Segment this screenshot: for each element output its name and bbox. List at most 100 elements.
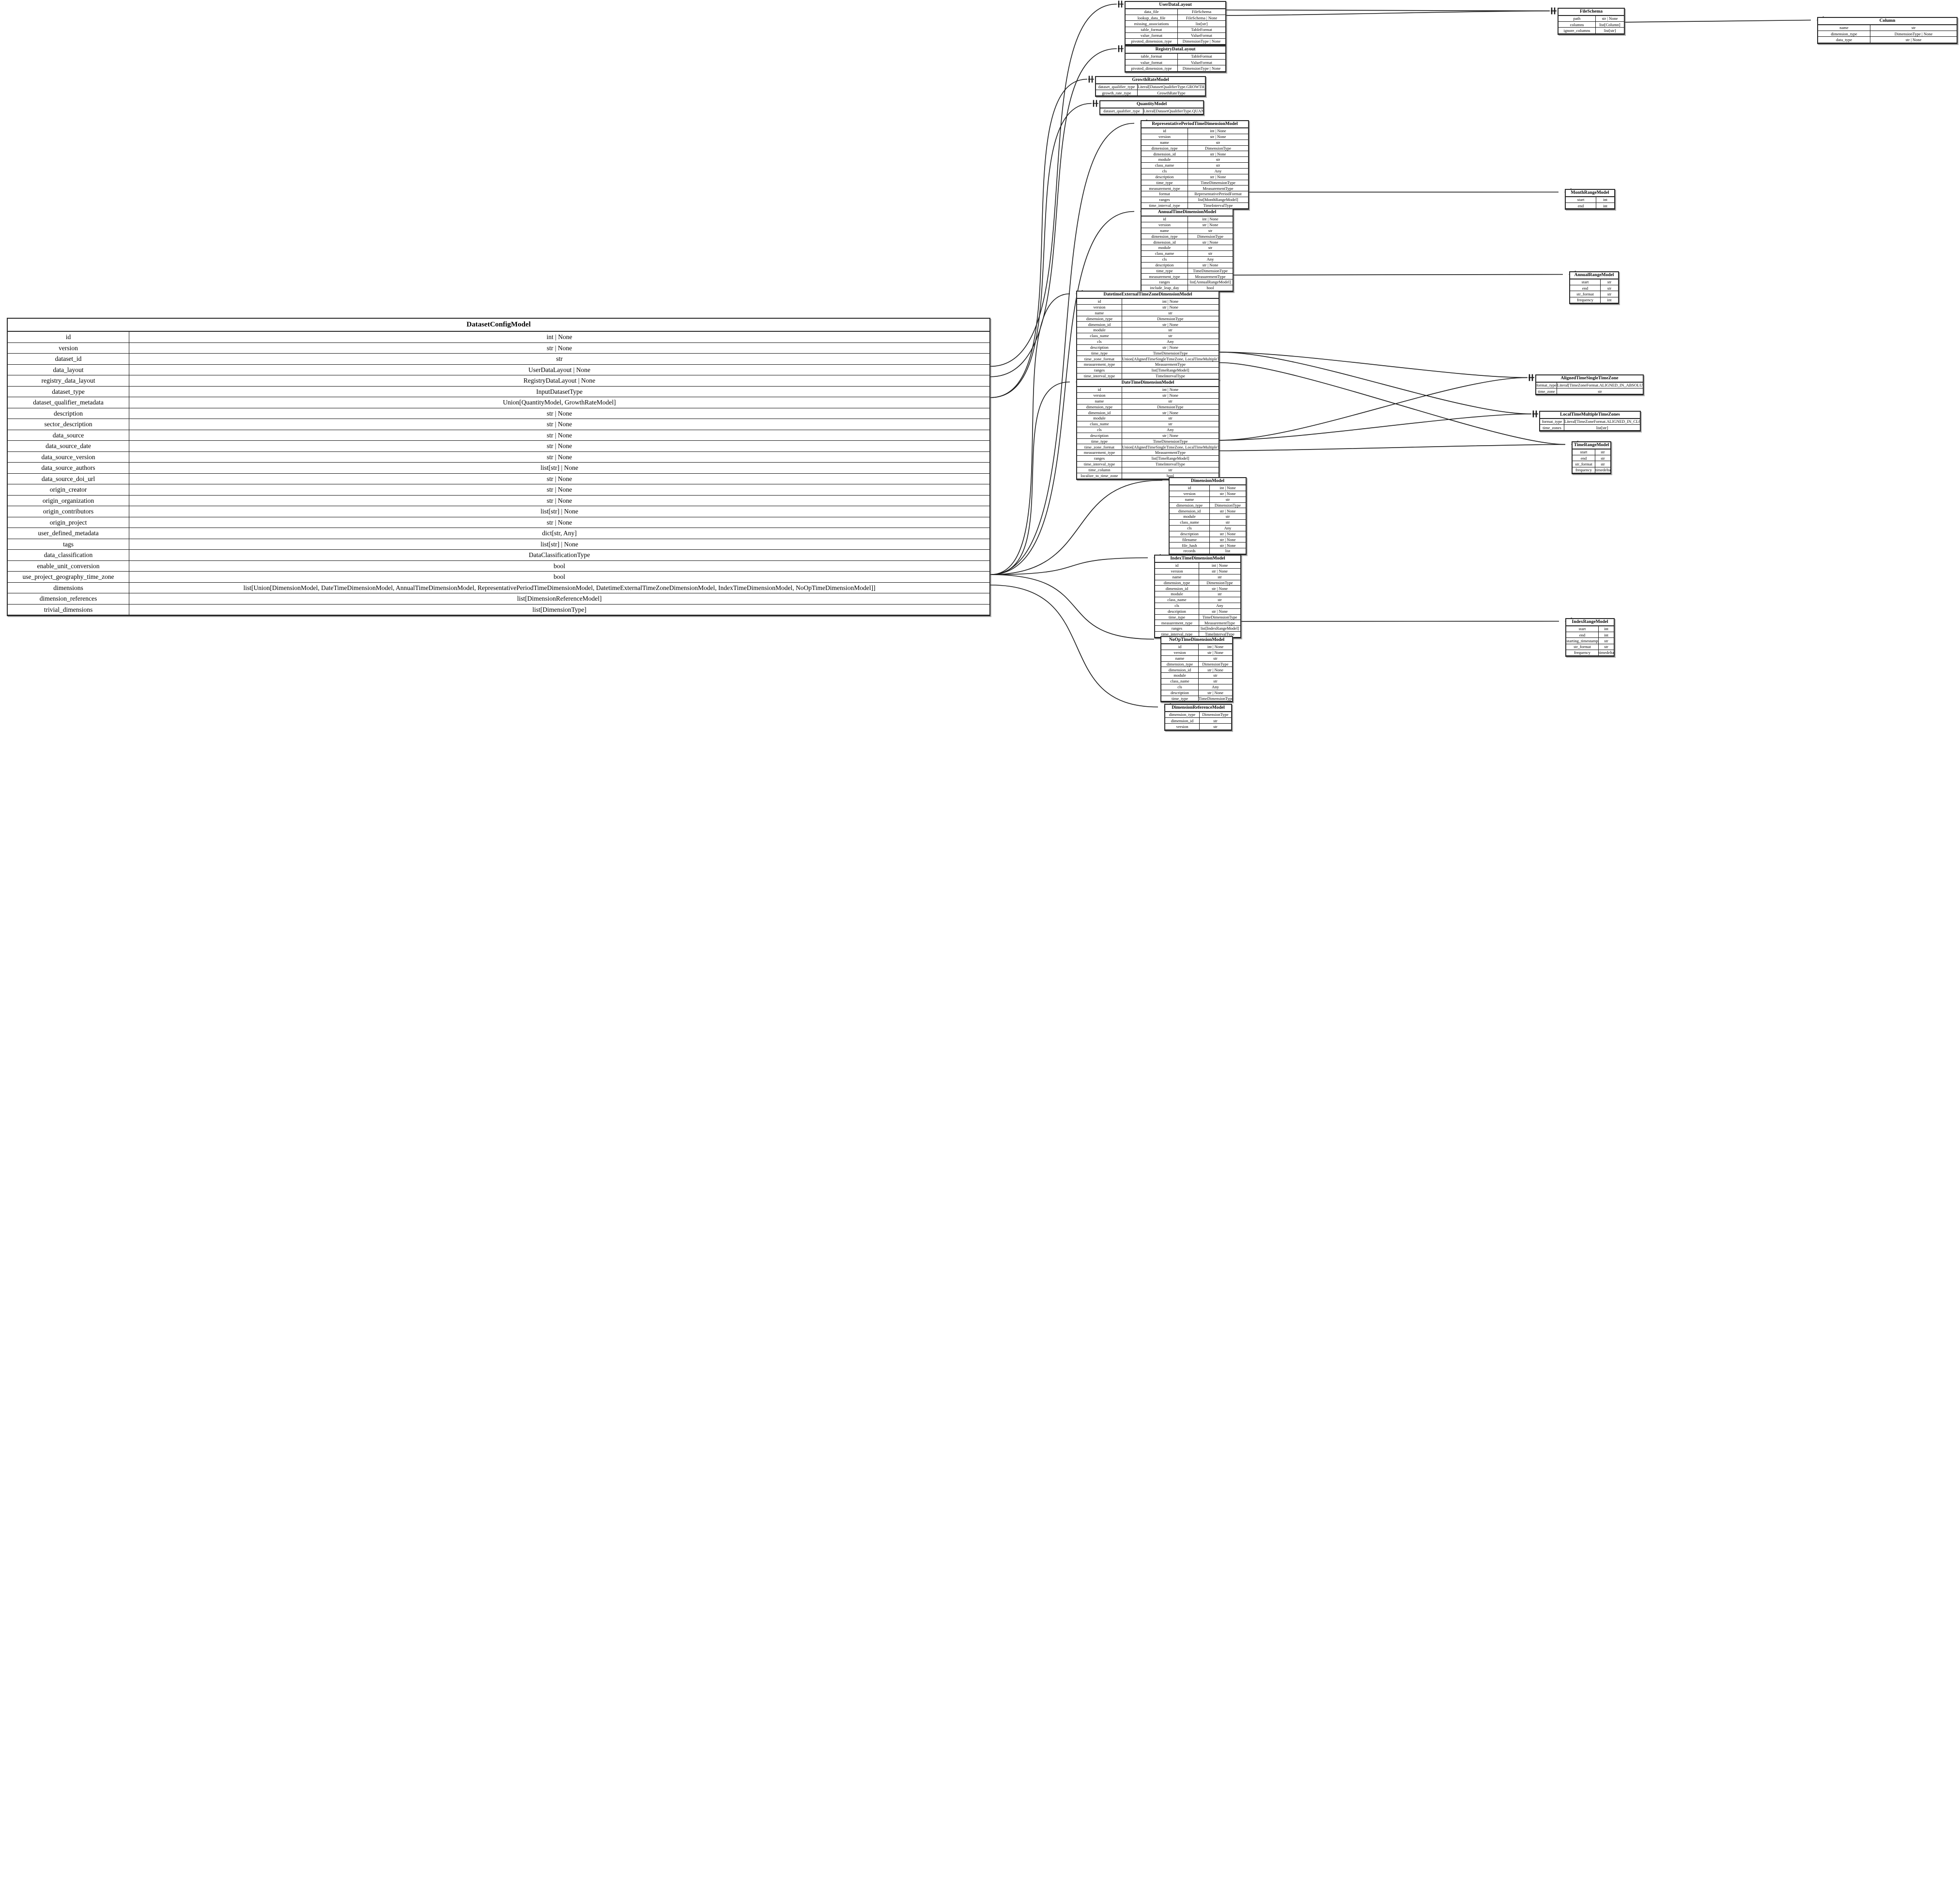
field-type: str (1198, 655, 1232, 662)
field-name: name (1077, 398, 1122, 404)
field-name: measurement_type (1077, 450, 1122, 456)
field-type: str (1199, 591, 1240, 598)
field-name: time_type (1142, 267, 1188, 274)
field-type: DimensionType (1209, 502, 1246, 509)
field-name: dimension_type (1170, 502, 1210, 509)
field-name: value_format (1126, 32, 1178, 39)
field-name: dimension_id (1077, 321, 1122, 328)
field-type: InputDatasetType (129, 386, 989, 397)
field-name: time_interval_type (1077, 372, 1122, 379)
field-name: id (1142, 217, 1188, 222)
field-type: str | None (129, 342, 989, 354)
field-name: dimension_references (8, 593, 129, 605)
relationship-line (1219, 362, 1566, 445)
field-name: start (1570, 279, 1601, 286)
field-name: format_type (1536, 383, 1557, 389)
field-name: class_name (1170, 519, 1210, 526)
entity-title: IndexTimeDimensionModel (1155, 556, 1240, 563)
field-name: id (1077, 299, 1122, 305)
field-name: version (1077, 304, 1122, 310)
one-notation-icon (1551, 7, 1557, 15)
field-type: str | None (1188, 133, 1248, 140)
field-name: version (8, 342, 129, 354)
field-type: str (1122, 466, 1219, 473)
field-name: dimension_type (1077, 315, 1122, 322)
field-type: str | None (129, 495, 989, 506)
entity-title: UserDataLayout (1126, 2, 1225, 9)
field-type: list[AnnualRangeModel] (1188, 279, 1233, 286)
field-type: str | None (1198, 667, 1232, 673)
field-name: end (1573, 455, 1595, 462)
field-name: time_zone_format (1077, 356, 1122, 362)
field-name: ranges (1077, 367, 1122, 373)
field-type: TimeDimensionType (1199, 614, 1240, 621)
field-name: description (1161, 689, 1199, 696)
field-type: str (1199, 574, 1240, 580)
field-type: str (1600, 291, 1618, 297)
field-name: description (1142, 262, 1188, 268)
field-name: dimension_type (1165, 712, 1200, 718)
field-name: class_name (1142, 250, 1188, 257)
field-name: measurement_type (1142, 185, 1188, 192)
field-name: data_source_date (8, 440, 129, 452)
field-type: DimensionType | None (1177, 38, 1225, 45)
one-notation-icon (1093, 100, 1098, 107)
field-type: str | None (1199, 608, 1240, 615)
field-name: id (1155, 563, 1199, 569)
field-type: ValueFormat (1177, 59, 1225, 66)
field-type: str | None (1122, 344, 1219, 351)
field-type: TimeDimensionType (1188, 179, 1248, 186)
field-type: str | None (129, 419, 989, 430)
entity-title: AnnualTimeDimensionModel (1142, 209, 1233, 217)
field-type: list[str] (1177, 20, 1225, 27)
field-type: MeasurementType (1188, 185, 1248, 192)
field-type: str | None (1122, 321, 1219, 328)
field-name: id (1142, 128, 1188, 134)
field-type: timedelta (1598, 649, 1614, 656)
field-name: version (1170, 490, 1210, 497)
field-name: cls (1077, 338, 1122, 345)
field-name: class_name (1155, 597, 1199, 603)
field-name: start (1566, 197, 1596, 203)
one-notation-icon (1532, 410, 1538, 418)
